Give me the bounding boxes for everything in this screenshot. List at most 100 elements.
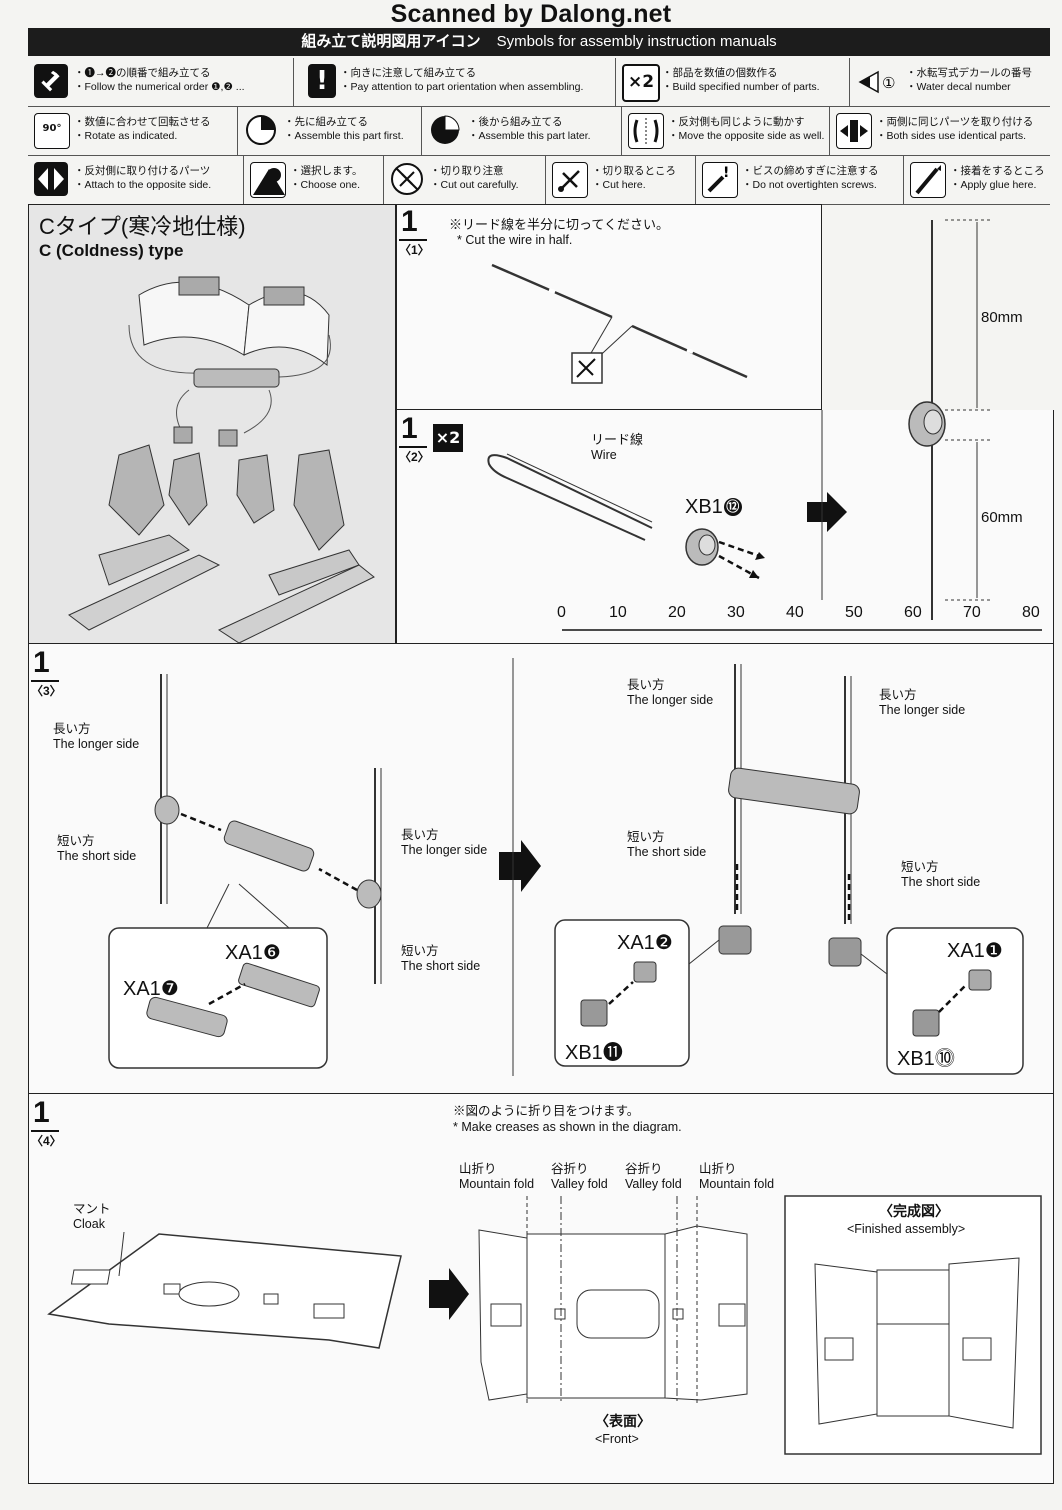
legend-text-en: ・Water decal number xyxy=(906,81,1011,93)
both-sides-icon xyxy=(836,113,872,149)
legend-text-jp: ・接着をするところ xyxy=(950,165,1045,177)
legend-text-en: ・Build specified number of parts. xyxy=(662,81,820,93)
legend-no-overtighten: ! ・ビスの締めすぎに注意する・Do not overtighten screw… xyxy=(696,156,904,204)
substep-label: 〈2〉 xyxy=(399,446,430,465)
cut-carefully-icon xyxy=(390,162,424,196)
cut-wire-note-en: * Cut the wire in half. xyxy=(457,233,573,247)
cut-here-icon xyxy=(552,162,588,198)
step-number: 1 xyxy=(401,205,418,238)
ctype-panel: Cタイプ(寒冷地仕様) C (Coldness) type xyxy=(28,204,396,644)
legend-text-en: ・Assemble this part first. xyxy=(284,130,404,142)
legend-text-jp: ・選択します。 xyxy=(290,165,363,177)
legend-attention: ! ・向きに注意して組み立てる・Pay attention to part or… xyxy=(294,58,616,106)
part-xa1-6-label: XA1❻ xyxy=(225,942,281,964)
legend-text-jp: ・ビスの締めすぎに注意する xyxy=(742,165,879,177)
legend-text-en: ・Choose one. xyxy=(290,179,361,191)
ctype-illustration xyxy=(68,276,375,644)
icon-row-2: 90° ・数値に合わせて回転させる・Rotate as indicated. ・… xyxy=(28,107,1050,156)
cut-wire-note-jp: ※リード線を半分に切ってください。 xyxy=(449,217,669,232)
attention-icon: ! xyxy=(308,64,336,98)
assemble-first-icon xyxy=(244,113,278,147)
wire-label-en: Wire xyxy=(591,448,617,462)
legend-text-en: ・Pay attention to part orientation when … xyxy=(340,81,584,93)
ruler-tick-label: 70 xyxy=(963,604,981,621)
watermark: Scanned by Dalong.net xyxy=(390,0,672,28)
legend-both-sides: ・両側に同じパーツを取り付ける・Both sides use identical… xyxy=(830,107,1050,155)
ruler-tick-label: 10 xyxy=(609,604,627,621)
no-overtighten-icon: ! xyxy=(702,162,738,198)
step-1-3-illustration xyxy=(108,658,1024,1076)
step-1-1-panel: 1 〈1〉 ※リード線を半分に切ってください。 * Cut the wire i… xyxy=(396,204,822,410)
crease-note-en: * Make creases as shown in the diagram. xyxy=(453,1120,682,1134)
legend-text-en: ・Move the opposite side as well. xyxy=(668,130,825,142)
legend-text-en: ・Do not overtighten screws. xyxy=(742,179,877,191)
attach-opposite-icon xyxy=(34,162,68,196)
legend-attach-opposite: ・反対側に取り付けるパーツ・Attach to the opposite sid… xyxy=(28,156,244,204)
legend-text-en: ・Cut here. xyxy=(592,179,646,191)
legend-text-jp: ・両側に同じパーツを取り付ける xyxy=(876,116,1034,128)
legend-text-en: ・Attach to the opposite side. xyxy=(74,179,212,191)
legend-text-jp: ・反対側に取り付けるパーツ xyxy=(74,165,211,177)
legend-multiply: ×2 ・部品を数値の個数作る・Build specified number of… xyxy=(616,58,850,106)
ruler-tick-label: 80 xyxy=(1022,604,1040,621)
assemble-later-icon xyxy=(428,113,462,147)
legend-text-en: ・Apply glue here. xyxy=(950,179,1037,191)
front-label-jp: 〈表面〉 xyxy=(595,1413,651,1429)
legend-cut-here: ・切り取るところ・Cut here. xyxy=(546,156,696,204)
substep-label: 〈1〉 xyxy=(399,239,430,258)
part-xa1-1-label: XA1❶ xyxy=(947,940,1003,962)
legend-text-jp: ・切り取るところ xyxy=(592,165,676,177)
ruler-tick-label: 0 xyxy=(557,604,566,621)
legend-water-decal: ① ・水転写式デカールの番号・Water decal number xyxy=(850,58,1050,106)
finished-label-en: <Finished assembly> xyxy=(847,1222,966,1236)
legend-text-en: ・Follow the numerical order ❶,❷ ... xyxy=(74,81,245,93)
ruler-tick-label: 30 xyxy=(727,604,745,621)
header-jp: 組み立て説明図用アイコン xyxy=(301,33,481,50)
legend-assemble-first: ・先に組み立てる・Assemble this part first. xyxy=(238,107,422,155)
choose-one-icon xyxy=(250,162,286,198)
cut-wire-illustration xyxy=(491,263,748,384)
water-decal-icon: ① xyxy=(856,64,898,98)
legend-text-jp: ・反対側も同じように動かす xyxy=(668,116,805,128)
legend-text-en: ・Cut out carefully. xyxy=(430,179,519,191)
ruler-tick-label: 20 xyxy=(668,604,686,621)
ruler: 0 10 20 30 40 50 60 70 80 xyxy=(557,604,1047,626)
icon-legend-header: 組み立て説明図用アイコン Symbols for assembly instruc… xyxy=(28,28,1050,56)
step-number: 1 xyxy=(33,1096,50,1129)
step-number: 1 xyxy=(33,646,50,679)
legend-text-jp: ・❶→❷の順番で組み立てる xyxy=(74,67,211,79)
legend-text-en: ・Assemble this part later. xyxy=(468,130,591,142)
header-en: Symbols for assembly instruction manuals xyxy=(496,33,777,50)
substep-label: 〈4〉 xyxy=(31,1130,62,1149)
legend-text-jp: ・向きに注意して組み立てる xyxy=(340,67,477,79)
legend-text-jp: ・部品を数値の個数作る xyxy=(662,67,778,79)
length-80mm: 80mm xyxy=(981,309,1023,326)
glue-icon xyxy=(910,162,946,198)
multiply-icon: ×2 xyxy=(433,424,463,452)
part-xa1-2-label: XA1❷ xyxy=(617,932,673,954)
ruler-tick-label: 40 xyxy=(786,604,804,621)
part-xb1-11-label: XB1⓫ xyxy=(565,1042,623,1064)
ruler-tick-label: 60 xyxy=(904,604,922,621)
legend-text-en: ・Both sides use identical parts. xyxy=(876,130,1026,142)
ruler-tick-label: 50 xyxy=(845,604,863,621)
legend-assemble-later: ・後から組み立てる・Assemble this part later. xyxy=(422,107,622,155)
legend-text-en: ・Rotate as indicated. xyxy=(74,130,178,142)
legend-opposite-move: ・反対側も同じように動かす・Move the opposite side as … xyxy=(622,107,830,155)
crease-note-jp: ※図のように折り目をつけます。 xyxy=(453,1104,640,1118)
